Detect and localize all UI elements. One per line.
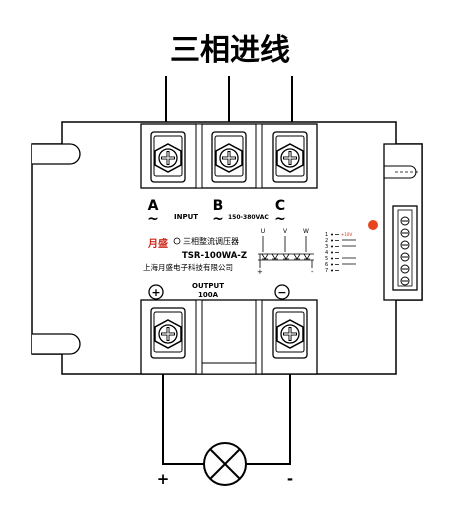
wire-output-plus xyxy=(162,374,204,465)
phase-label-a: A xyxy=(148,198,159,214)
pin-number-2: 2 xyxy=(325,238,328,244)
pin-number-3: 3 xyxy=(325,244,328,250)
device-name: 三相整流调压器 xyxy=(183,236,239,246)
brand-mark-icon xyxy=(173,237,181,245)
screw-terminal-a xyxy=(150,131,186,183)
pin-number-4: 4 xyxy=(325,250,328,256)
control-connector xyxy=(383,143,423,301)
output-label: OUTPUT xyxy=(192,282,224,290)
output-plus-symbol: + xyxy=(151,286,160,299)
phase-label-b: B xyxy=(213,198,224,214)
output-plus-marker: + xyxy=(148,284,164,300)
pin-note: +10V xyxy=(341,232,352,237)
screw-terminal-minus xyxy=(272,307,308,359)
phase-tilde-c: ~ xyxy=(274,211,286,227)
device-model: TSR-100WA-Z xyxy=(182,251,247,261)
output-minus-marker: − xyxy=(274,284,290,300)
phase-label-c: C xyxy=(275,198,285,214)
bridge-label-plus: + xyxy=(257,268,263,276)
screw-terminal-c xyxy=(272,131,308,183)
output-minus-symbol: − xyxy=(277,286,286,299)
screw-terminal-plus xyxy=(150,307,186,359)
input-label: INPUT xyxy=(174,213,198,221)
phase-tilde-b: ~ xyxy=(212,211,224,227)
load-lamp-icon xyxy=(203,442,247,486)
load-minus-label: - xyxy=(287,470,293,488)
pin-number-6: 6 xyxy=(325,262,328,268)
company-name: 上海月盛电子科技有限公司 xyxy=(143,262,233,272)
output-wires xyxy=(162,374,291,465)
input-wires xyxy=(165,76,293,122)
bridge-label-v: V xyxy=(283,228,288,235)
left-mount-slot-top xyxy=(32,143,81,165)
wire-output-minus xyxy=(246,374,291,465)
bridge-label-u: U xyxy=(261,228,265,235)
pin-number-5: 5 xyxy=(325,256,328,262)
bridge-label-w: W xyxy=(303,228,309,235)
phase-tilde-a: ~ xyxy=(147,211,159,227)
left-mount-slot-bottom xyxy=(32,333,81,355)
brand-logo: 月盛 xyxy=(147,237,168,250)
input-voltage: 150-380VAC xyxy=(228,214,269,221)
diagram-title: 三相进线 xyxy=(170,33,290,68)
load-plus-label: + xyxy=(157,470,170,488)
output-current: 100A xyxy=(198,291,219,299)
power-indicator-led xyxy=(368,220,378,230)
pin-number-7: 7 xyxy=(325,268,328,274)
screw-terminal-b xyxy=(211,131,247,183)
bridge-label-minus: - xyxy=(311,268,314,276)
rectifier-schematic xyxy=(258,236,314,268)
pin-legend: 1 2 3 4 5 6 7 +10V xyxy=(325,232,356,274)
pin-number-1: 1 xyxy=(325,232,328,238)
